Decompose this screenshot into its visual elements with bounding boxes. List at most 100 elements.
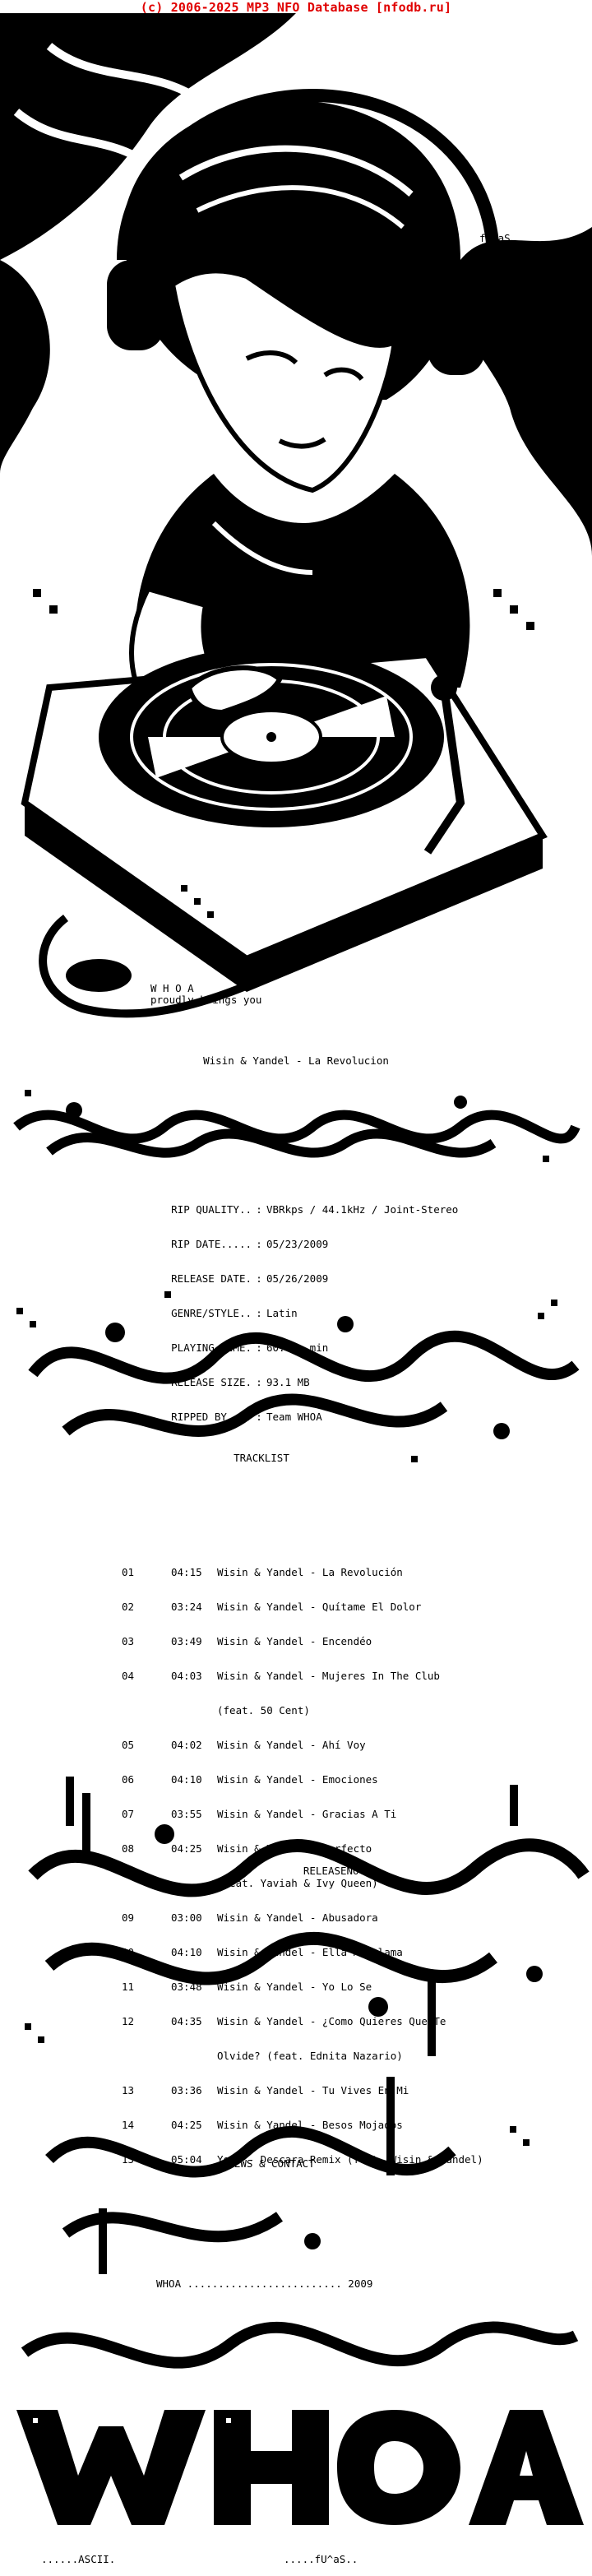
track-number: 09 bbox=[122, 1911, 135, 1924]
wave-divider-2 bbox=[0, 1275, 592, 1480]
info-row: PLAYING TIME.:60:49 min bbox=[148, 1342, 458, 1354]
track-row: 03 03:49 Wisin & Yandel - Encendéo bbox=[122, 1636, 483, 1647]
track-title-continued: (feat. 50 Cent) bbox=[217, 1704, 310, 1717]
track-title: Wisin & Yandel - Yo Lo Se bbox=[217, 1981, 372, 1993]
info-value: Team WHOA bbox=[266, 1411, 322, 1423]
credits-ascii: ......ASCII. bbox=[41, 2553, 116, 2565]
track-title: Wisin & Yandel - Ahí Voy bbox=[217, 1739, 366, 1751]
track-number: 03 bbox=[122, 1635, 135, 1647]
track-title: Wisin & Yandel - Besos Mojados bbox=[217, 2119, 403, 2131]
info-separator: : bbox=[256, 1411, 262, 1423]
track-row: 14 04:25 Wisin & Yandel - Besos Mojados bbox=[122, 2120, 483, 2131]
signature: fU^aS bbox=[479, 232, 511, 244]
info-value: 05/26/2009 bbox=[266, 1272, 329, 1285]
track-time: 03:00 bbox=[171, 1911, 202, 1924]
track-time: 04:02 bbox=[171, 1739, 202, 1751]
info-row: GENRE/STYLE..: Latin bbox=[148, 1308, 458, 1319]
track-number: 05 bbox=[122, 1739, 135, 1751]
info-row: RELEASE DATE.:05/26/2009 bbox=[148, 1273, 458, 1285]
section-releasenotes: RELEASENOTES bbox=[303, 1865, 378, 1877]
track-row: 09 03:00 Wisin & Yandel - Abusadora bbox=[122, 1912, 483, 1924]
track-title: Wisin & Yandel - Quítame El Dolor bbox=[217, 1601, 422, 1613]
track-number: 13 bbox=[122, 2084, 135, 2096]
track-time: 03:48 bbox=[171, 1981, 202, 1993]
info-label: RIP DATE..... bbox=[171, 1238, 252, 1250]
info-value: 60:49 min bbox=[266, 1341, 329, 1354]
track-title: Wisin & Yandel - Tu Vives En Mi bbox=[217, 2084, 409, 2096]
track-number: 06 bbox=[122, 1773, 135, 1786]
track-number: 08 bbox=[122, 1842, 135, 1855]
track-title: Wisin & Yandel - Mujeres In The Club bbox=[217, 1670, 440, 1682]
dj-illustration bbox=[0, 13, 592, 1041]
track-time: 03:36 bbox=[171, 2084, 202, 2096]
track-row: 11 03:48 Wisin & Yandel - Yo Lo Se bbox=[122, 1981, 483, 1993]
track-title: Wisin & Yandel - Encendéo bbox=[217, 1635, 372, 1647]
info-separator: : bbox=[256, 1238, 262, 1250]
info-value: 93.1 MB bbox=[266, 1376, 310, 1388]
track-time: 03:55 bbox=[171, 1808, 202, 1820]
info-value: 05/23/2009 bbox=[266, 1238, 329, 1250]
track-number: 04 bbox=[122, 1670, 135, 1682]
track-row: 05 04:02 Wisin & Yandel - Ahí Voy bbox=[122, 1740, 483, 1751]
info-separator: : bbox=[256, 1341, 262, 1354]
info-label: PLAYING TIME. bbox=[171, 1341, 252, 1354]
track-row: 07 03:55 Wisin & Yandel - Gracias A Ti bbox=[122, 1809, 483, 1820]
track-title: Wisin & Yandel - La Revolución bbox=[217, 1566, 403, 1578]
whoa-logo-art bbox=[0, 2303, 592, 2541]
info-separator: : bbox=[256, 1272, 262, 1285]
info-label: GENRE/STYLE.. bbox=[171, 1307, 252, 1319]
track-title: Wisin & Yandel - ¿Como Quieres Que Te bbox=[217, 2015, 446, 2027]
wave-divider-1 bbox=[0, 1077, 592, 1176]
info-separator: : bbox=[256, 1307, 262, 1319]
track-title: Wisin & Yandel - Perfecto bbox=[217, 1842, 372, 1855]
info-label: RELEASE SIZE. bbox=[171, 1376, 252, 1388]
track-title: Wisin & Yandel - Abusadora bbox=[217, 1911, 378, 1924]
track-title: Yomo - Descara Remix (feat. Wisin & Yand… bbox=[217, 2153, 483, 2166]
track-row: 12 04:35 Wisin & Yandel - ¿Como Quieres Qu… bbox=[122, 2016, 483, 2027]
credits-fuas: .....fU^aS.. bbox=[284, 2553, 358, 2565]
track-time: 03:24 bbox=[171, 1601, 202, 1613]
info-row: RIP QUALITY..: VBRkps / 44.1kHz / Joint-S… bbox=[148, 1204, 458, 1216]
wave-divider-4 bbox=[0, 2077, 592, 2282]
track-number: 11 bbox=[122, 1981, 135, 1993]
track-title: Wisin & Yandel - Gracias A Ti bbox=[217, 1808, 397, 1820]
track-row: 06 04:10 Wisin & Yandel - Emociones bbox=[122, 1774, 483, 1786]
track-time: 04:35 bbox=[171, 2015, 202, 2027]
info-row: RELEASE SIZE.:93.1 MB bbox=[148, 1377, 458, 1388]
track-number: 12 bbox=[122, 2015, 135, 2027]
info-label: RIP QUALITY.. bbox=[171, 1203, 252, 1216]
track-title: Wisin & Yandel - Ella Me Llama bbox=[217, 1946, 403, 1958]
track-number: 14 bbox=[122, 2119, 135, 2131]
info-label: RELEASE DATE. bbox=[171, 1272, 252, 1285]
track-title-continued: (feat. Yaviah & Ivy Queen) bbox=[217, 1877, 378, 1889]
track-time: 04:10 bbox=[171, 1946, 202, 1958]
info-value: VBRkps / 44.1kHz / Joint-Stereo bbox=[266, 1203, 459, 1216]
track-time: 05:04 bbox=[171, 2153, 202, 2166]
info-separator: : bbox=[256, 1203, 262, 1216]
track-title: Wisin & Yandel - Emociones bbox=[217, 1773, 378, 1786]
wave-divider-3 bbox=[0, 1777, 592, 2073]
release-title: Wisin & Yandel - La Revolucion bbox=[203, 1054, 389, 1067]
watermark: (c) 2006-2025 MP3 NFO Database [nfodb.ru… bbox=[140, 0, 452, 15]
track-row: 13 03:36 Wisin & Yandel - Tu Vives En Mi bbox=[122, 2085, 483, 2096]
info-row: RIP DATE.....:05/23/2009 bbox=[148, 1239, 458, 1250]
tagline: proudly brings you bbox=[150, 994, 262, 1006]
track-time: 04:10 bbox=[171, 1773, 202, 1786]
track-title-continued: Olvide? (feat. Ednita Nazario) bbox=[217, 2050, 403, 2062]
info-label: RIPPED BY.... bbox=[171, 1411, 252, 1423]
track-time: 03:49 bbox=[171, 1635, 202, 1647]
section-tracklist: TRACKLIST bbox=[234, 1452, 289, 1464]
track-time: 04:15 bbox=[171, 1566, 202, 1578]
info-value: Latin bbox=[266, 1307, 298, 1319]
info-separator: : bbox=[256, 1376, 262, 1388]
track-number: 07 bbox=[122, 1808, 135, 1820]
signoff: WHOA ......................... 2009 bbox=[156, 2277, 373, 2290]
track-time: 04:25 bbox=[171, 2119, 202, 2131]
